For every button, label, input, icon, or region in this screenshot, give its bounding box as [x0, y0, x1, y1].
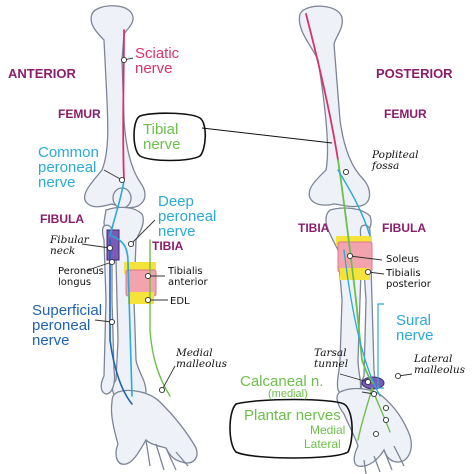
posterior-leaders — [339, 168, 413, 438]
calcaneal-nerve-label: Calcaneal n. — [240, 373, 324, 390]
posterior-foot — [336, 387, 412, 467]
tibial-callout-box — [133, 112, 207, 162]
edl-label: EDL — [170, 296, 190, 307]
plantar-nerves-label: Plantar nerves — [244, 407, 341, 424]
anterior-foot — [110, 389, 198, 465]
anterior-heading: ANTERIOR — [8, 66, 76, 81]
posterior-peroneal-line — [337, 169, 371, 237]
sural-bracket — [377, 303, 384, 389]
posterior-femur-bone — [298, 5, 371, 208]
soleus-label: Soleus — [386, 254, 419, 265]
anterior-nerves — [109, 29, 171, 405]
tibialis-posterior-band — [340, 268, 370, 280]
femur-label-anterior: FEMUR — [58, 107, 101, 121]
posterior-tibial-line — [337, 159, 375, 385]
tibia-label-posterior: TIBIA — [298, 221, 330, 235]
sural-nerve-line — [343, 249, 381, 397]
posterior-heading: POSTERIOR — [376, 66, 453, 81]
anterior-tibial-line — [149, 239, 171, 397]
anterior-toes — [145, 439, 189, 471]
tibial-callout-leader — [201, 127, 333, 144]
fibula-label-posterior: FIBULA — [382, 221, 426, 235]
deep-peroneal-line — [111, 235, 133, 397]
plantar-lateral-label: Lateral — [304, 437, 341, 451]
tibia-label-anterior: TIBIA — [152, 239, 184, 253]
common-peroneal-line — [109, 179, 125, 237]
superficial-peroneal-line — [109, 239, 133, 405]
anterior-leaders — [81, 56, 176, 394]
anterior-leg — [83, 5, 198, 471]
plantar-medial-label: Medial — [310, 423, 346, 437]
posterior-toes — [363, 445, 405, 474]
femur-label-posterior: FEMUR — [384, 107, 427, 121]
plantar-callout-box — [229, 398, 353, 459]
calcaneal-nerve-sublabel: (medial) — [268, 388, 308, 400]
posterior-sciatic-line — [305, 13, 339, 161]
fibular-neck-muscle — [106, 229, 120, 261]
fibula-label-anterior: FIBULA — [40, 212, 84, 226]
sciatic-nerve-line — [122, 29, 125, 181]
soleus-band — [336, 236, 372, 246]
